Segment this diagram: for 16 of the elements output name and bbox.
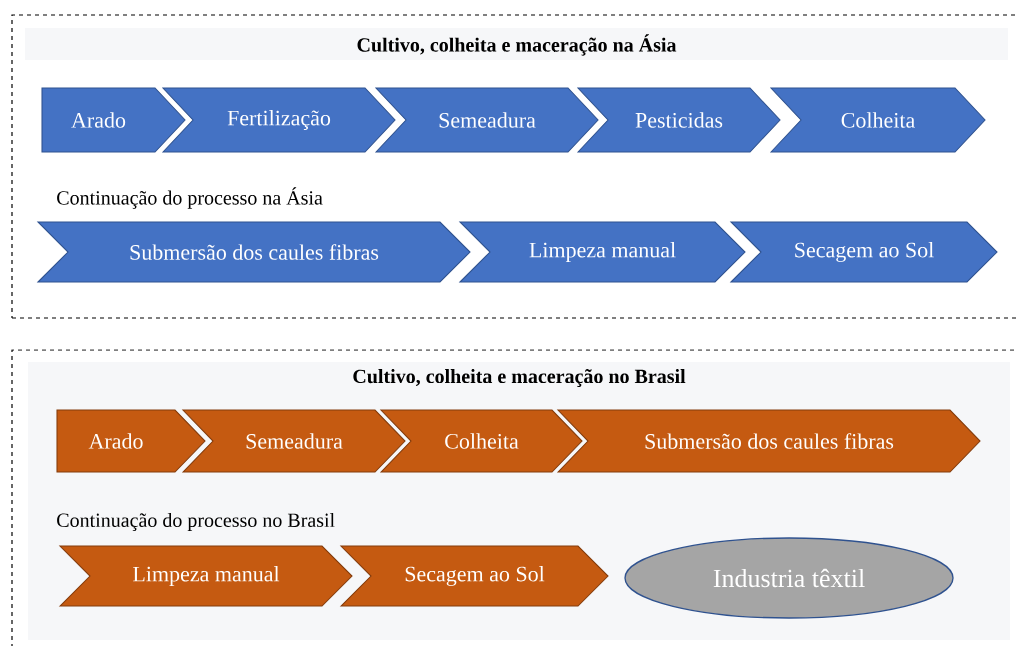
process-step: Submersão dos caules fibras (556, 409, 981, 473)
process-step: Submersão dos caules fibras (36, 221, 471, 283)
process-step: Arado (56, 409, 206, 473)
process-step: Secagem ao Sol (729, 221, 998, 283)
section-subtitle: Continuação do processo na Ásia (57, 187, 323, 209)
process-step: Fertilização (161, 87, 396, 153)
process-step: Colheita (769, 87, 986, 153)
process-step: Limpeza manual (458, 221, 746, 283)
process-step: Arado (41, 87, 186, 153)
process-step: Colheita (379, 409, 583, 473)
process-step: Semeadura (374, 87, 599, 153)
section-title: Cultivo, colheita e maceração na Ásia (357, 34, 677, 56)
process-step: Semeadura (181, 409, 406, 473)
process-step: Pesticidas (576, 87, 781, 153)
section-title: Cultivo, colheita e maceração no Brasil (353, 369, 686, 388)
section-subtitle: Continuação do processo no Brasil (57, 512, 335, 532)
